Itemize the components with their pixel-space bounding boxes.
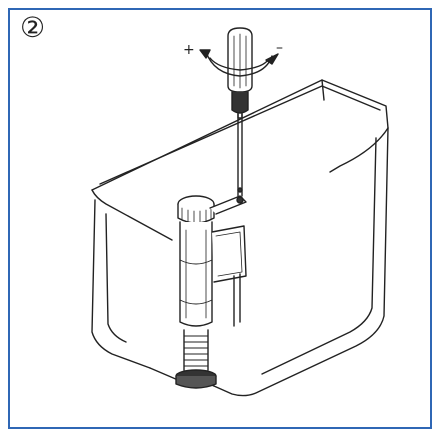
rotation-arrows-icon (199, 49, 279, 77)
toilet-tank-icon (91, 79, 389, 397)
decrease-sign: – (276, 40, 283, 56)
illustration-frame (8, 8, 432, 429)
increase-sign: + (183, 42, 195, 58)
step-number-label: ② (20, 11, 46, 44)
fill-valve-icon (175, 195, 247, 389)
screwdriver-icon (227, 27, 253, 119)
